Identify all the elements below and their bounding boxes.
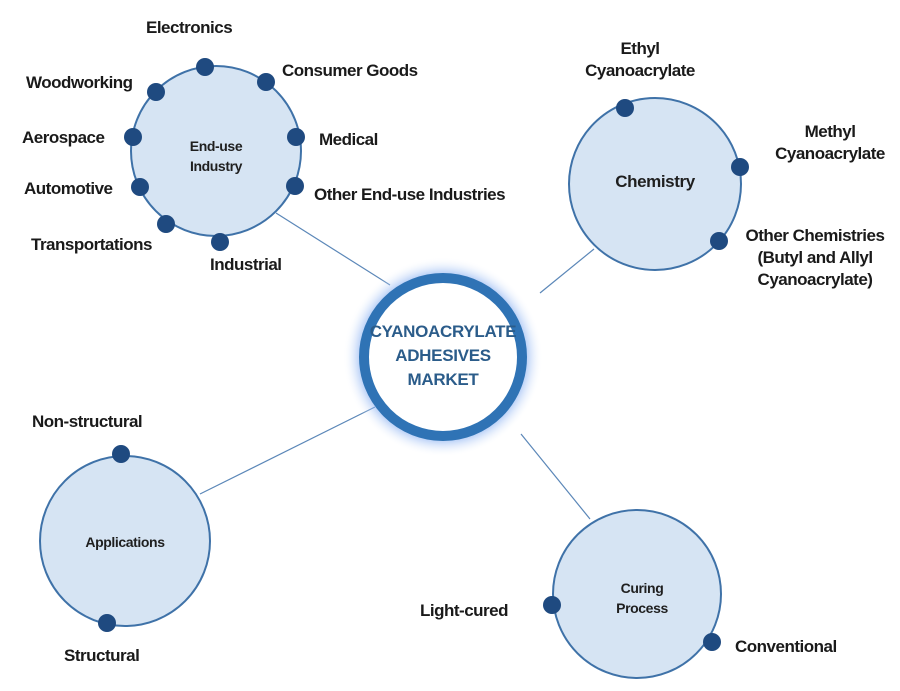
label-methyl-line-2: Cyanoacrylate bbox=[775, 144, 885, 163]
label-other-chem-line-1: Other Chemistries bbox=[745, 226, 885, 245]
label-non-structural: Non-structural bbox=[32, 412, 143, 431]
dot-automotive bbox=[131, 178, 149, 196]
dot-methyl bbox=[731, 158, 749, 176]
dot-medical bbox=[287, 128, 305, 146]
connector-applications bbox=[199, 406, 376, 495]
dot-transportations bbox=[157, 215, 175, 233]
hub-title-line-3: MARKET bbox=[407, 370, 479, 389]
connector-curing bbox=[520, 433, 591, 520]
dot-consumer-goods bbox=[257, 73, 275, 91]
applications-title-line-1: Applications bbox=[85, 534, 165, 550]
curing-title-line-2: Process bbox=[616, 600, 668, 616]
label-light-cured: Light-cured bbox=[420, 601, 509, 620]
dot-other-end-use bbox=[286, 177, 304, 195]
label-methyl-cyanoacrylate: Methyl Cyanoacrylate bbox=[760, 121, 900, 165]
dot-woodworking bbox=[147, 83, 165, 101]
label-consumer-goods: Consumer Goods bbox=[282, 61, 418, 80]
end-use-title: End-use Industry bbox=[156, 136, 276, 176]
dot-aerospace bbox=[124, 128, 142, 146]
label-medical: Medical bbox=[319, 130, 378, 149]
dot-structural bbox=[98, 614, 116, 632]
curing-title-line-1: Curing bbox=[620, 580, 664, 596]
label-aerospace: Aerospace bbox=[22, 128, 105, 147]
label-ethyl-line-2: Cyanoacrylate bbox=[585, 61, 695, 80]
hub-title: CYANOACRYLATE ADHESIVES MARKET bbox=[363, 320, 523, 392]
chemistry-node bbox=[568, 97, 742, 271]
label-ethyl-line-1: Ethyl bbox=[620, 39, 660, 58]
dot-non-structural bbox=[112, 445, 130, 463]
label-automotive: Automotive bbox=[24, 179, 113, 198]
label-transportations: Transportations bbox=[31, 235, 152, 254]
dot-ethyl bbox=[616, 99, 634, 117]
label-other-end-use: Other End-use Industries bbox=[314, 185, 506, 204]
end-use-title-line-2: Industry bbox=[189, 158, 243, 174]
hub-circle bbox=[359, 273, 527, 441]
curing-node bbox=[552, 509, 722, 679]
label-ethyl-cyanoacrylate: Ethyl Cyanoacrylate bbox=[570, 38, 710, 82]
label-conventional: Conventional bbox=[735, 637, 837, 656]
label-electronics: Electronics bbox=[146, 18, 233, 37]
hub-title-line-1: CYANOACRYLATE bbox=[369, 322, 517, 341]
label-other-chem-line-3: Cyanoacrylate) bbox=[757, 270, 873, 289]
chemistry-title: Chemistry bbox=[595, 172, 715, 192]
curing-title: Curing Process bbox=[582, 578, 702, 618]
dot-electronics bbox=[196, 58, 214, 76]
end-use-title-line-1: End-use bbox=[189, 138, 243, 154]
label-methyl-line-1: Methyl bbox=[804, 122, 856, 141]
dot-light-cured bbox=[543, 596, 561, 614]
chemistry-title-line-1: Chemistry bbox=[615, 172, 695, 191]
connector-chemistry bbox=[539, 248, 595, 294]
label-other-chemistries: Other Chemistries (Butyl and Allyl Cyano… bbox=[735, 225, 895, 291]
end-use-dots bbox=[124, 58, 305, 251]
label-other-chem-line-2: (Butyl and Allyl bbox=[757, 248, 873, 267]
hub-title-line-2: ADHESIVES bbox=[395, 346, 491, 365]
dot-conventional bbox=[703, 633, 721, 651]
dot-other-chemistries bbox=[710, 232, 728, 250]
dot-industrial bbox=[211, 233, 229, 251]
label-woodworking: Woodworking bbox=[26, 73, 133, 92]
applications-title: Applications bbox=[65, 532, 185, 552]
label-industrial: Industrial bbox=[210, 255, 282, 274]
label-structural: Structural bbox=[64, 646, 140, 665]
connector-end-use bbox=[275, 212, 391, 286]
